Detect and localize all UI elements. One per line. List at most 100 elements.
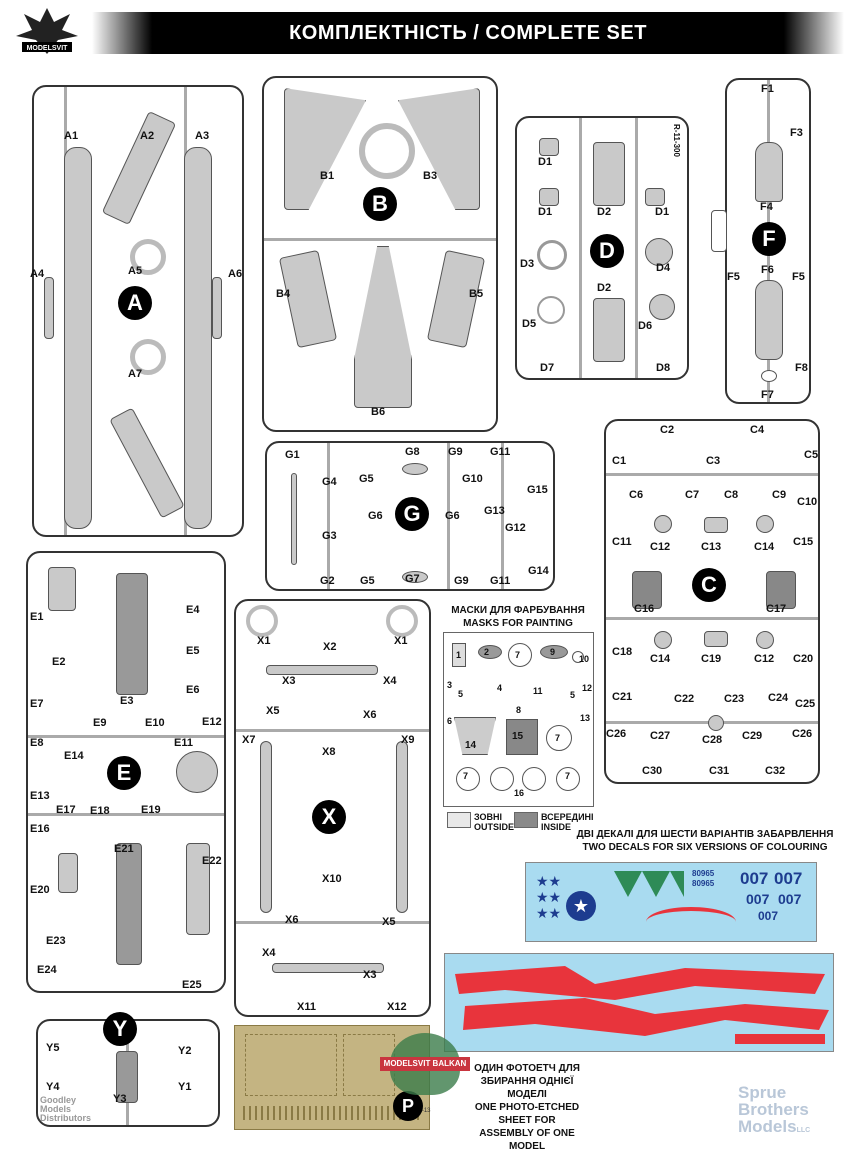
part-label-C21: C21 (612, 691, 633, 703)
mask-num-6: 6 (447, 716, 453, 726)
part-label-E4: E4 (186, 604, 200, 616)
part-label-X6: X6 (363, 709, 377, 721)
part-label-B3: B3 (423, 170, 438, 182)
mask-num-3: 3 (447, 680, 453, 690)
part-label-C24: C24 (768, 692, 789, 704)
part-label-C5: C5 (804, 449, 819, 461)
mask-num-2: 2 (484, 647, 490, 657)
part-label-E16: E16 (30, 823, 50, 835)
part-label-F5b: F5 (792, 271, 805, 283)
part-label-G5: G5 (359, 473, 374, 485)
part-label-E3: E3 (120, 695, 134, 707)
part-label-X5: X5 (266, 705, 280, 717)
sprue-code: R-11-300 (672, 124, 681, 157)
sprue-letter-F: F (752, 222, 786, 256)
part-label-C14b: C14 (650, 653, 671, 665)
part-label-C1: C1 (612, 455, 627, 467)
part-label-G12: G12 (505, 522, 526, 534)
part-label-X3b: X3 (363, 969, 377, 981)
part-label-C4: C4 (750, 424, 765, 436)
legend-inside-swatch (514, 812, 538, 828)
part-label-E24: E24 (37, 964, 57, 976)
part-label-A1: A1 (64, 130, 79, 142)
part-label-G5b: G5 (360, 575, 375, 587)
mask-num-4: 4 (497, 683, 503, 693)
part-label-X11: X11 (297, 1001, 316, 1013)
part-label-E1: E1 (30, 611, 44, 623)
part-label-D1b: D1 (538, 206, 553, 218)
sprue-A (32, 85, 244, 537)
mask-num-7d: 7 (565, 771, 571, 781)
mask-num-7b: 7 (555, 733, 561, 743)
photo-etch-letter: P (393, 1091, 423, 1121)
sprue-letter-Y: Y (103, 1012, 137, 1046)
part-label-E25: E25 (182, 979, 202, 991)
part-label-A7: A7 (128, 368, 143, 380)
part-label-A4: A4 (30, 268, 45, 280)
part-label-D1: D1 (538, 156, 553, 168)
part-label-C26: C26 (606, 728, 627, 740)
part-label-C10: C10 (797, 496, 818, 508)
part-label-G9b: G9 (454, 575, 469, 587)
part-label-D6: D6 (638, 320, 653, 332)
part-label-F8: F8 (795, 362, 808, 374)
part-label-F4: F4 (760, 201, 773, 213)
distributor-watermark: Goodley Models Distributors (40, 1095, 92, 1123)
part-label-E13: E13 (30, 790, 50, 802)
part-label-E17: E17 (56, 804, 76, 816)
part-label-F6: F6 (761, 264, 774, 276)
part-label-C9: C9 (772, 489, 787, 501)
part-label-D3: D3 (520, 258, 535, 270)
part-label-F7: F7 (761, 389, 774, 401)
part-label-A3: A3 (195, 130, 210, 142)
part-label-Y2: Y2 (178, 1045, 192, 1057)
sprue-letter-X: X (312, 800, 346, 834)
part-label-D8: D8 (656, 362, 671, 374)
legend-outside-swatch (447, 812, 471, 828)
part-label-E20: E20 (30, 884, 50, 896)
mask-num-9: 9 (550, 647, 556, 657)
part-label-C22: C22 (674, 693, 695, 705)
decals-note: ДВІ ДЕКАЛІ ДЛЯ ШЕСТИ ВАРІАНТІВ ЗАБАРВЛЕН… (576, 829, 834, 853)
part-label-G7: G7 (405, 573, 420, 585)
mask-num-11: 11 (533, 686, 543, 696)
part-label-X1b: X1 (394, 635, 408, 647)
page-header: КОМПЛЕКТНІСТЬ / COMPLETE SET (92, 12, 844, 54)
part-label-B5: B5 (469, 288, 484, 300)
mask-num-13: 13 (580, 713, 591, 723)
spruebrothers-watermark: Sprue Brothers ModelsLLC (738, 1083, 811, 1136)
part-label-E19: E19 (141, 804, 161, 816)
part-label-B6: B6 (371, 406, 386, 418)
part-label-C20: C20 (793, 653, 814, 665)
part-label-X6b: X6 (285, 914, 299, 926)
mask-num-7a: 7 (515, 650, 521, 660)
part-label-X9: X9 (401, 734, 415, 746)
part-label-A2: A2 (140, 130, 155, 142)
part-label-C25: C25 (795, 698, 816, 710)
part-label-C18: C18 (612, 646, 633, 658)
part-label-X4b: X4 (262, 947, 276, 959)
part-label-C19: C19 (701, 653, 722, 665)
part-label-G11: G11 (490, 446, 511, 458)
part-label-C11: C11 (612, 536, 632, 548)
part-label-C32: C32 (765, 765, 786, 777)
part-label-X3: X3 (282, 675, 296, 687)
part-label-C13: C13 (701, 541, 722, 553)
part-label-E23: E23 (46, 935, 66, 947)
mask-num-14: 14 (465, 740, 477, 751)
part-label-X5b: X5 (382, 916, 396, 928)
mask-sheet (443, 632, 594, 807)
decal-sheet-1: ★★★★★★ ★ 80965 80965 007 007 007 007 007 (525, 862, 817, 942)
part-label-D2: D2 (597, 206, 612, 218)
part-label-E18: E18 (90, 805, 110, 817)
part-label-X7: X7 (242, 734, 256, 746)
mask-num-5a: 5 (458, 689, 464, 699)
part-label-C27: C27 (650, 730, 671, 742)
sprue-letter-A: A (118, 286, 152, 320)
part-label-G2: G2 (320, 575, 335, 587)
part-label-Y3: Y3 (113, 1093, 127, 1105)
part-label-C31: C31 (709, 765, 730, 777)
part-label-X10: X10 (322, 873, 342, 885)
